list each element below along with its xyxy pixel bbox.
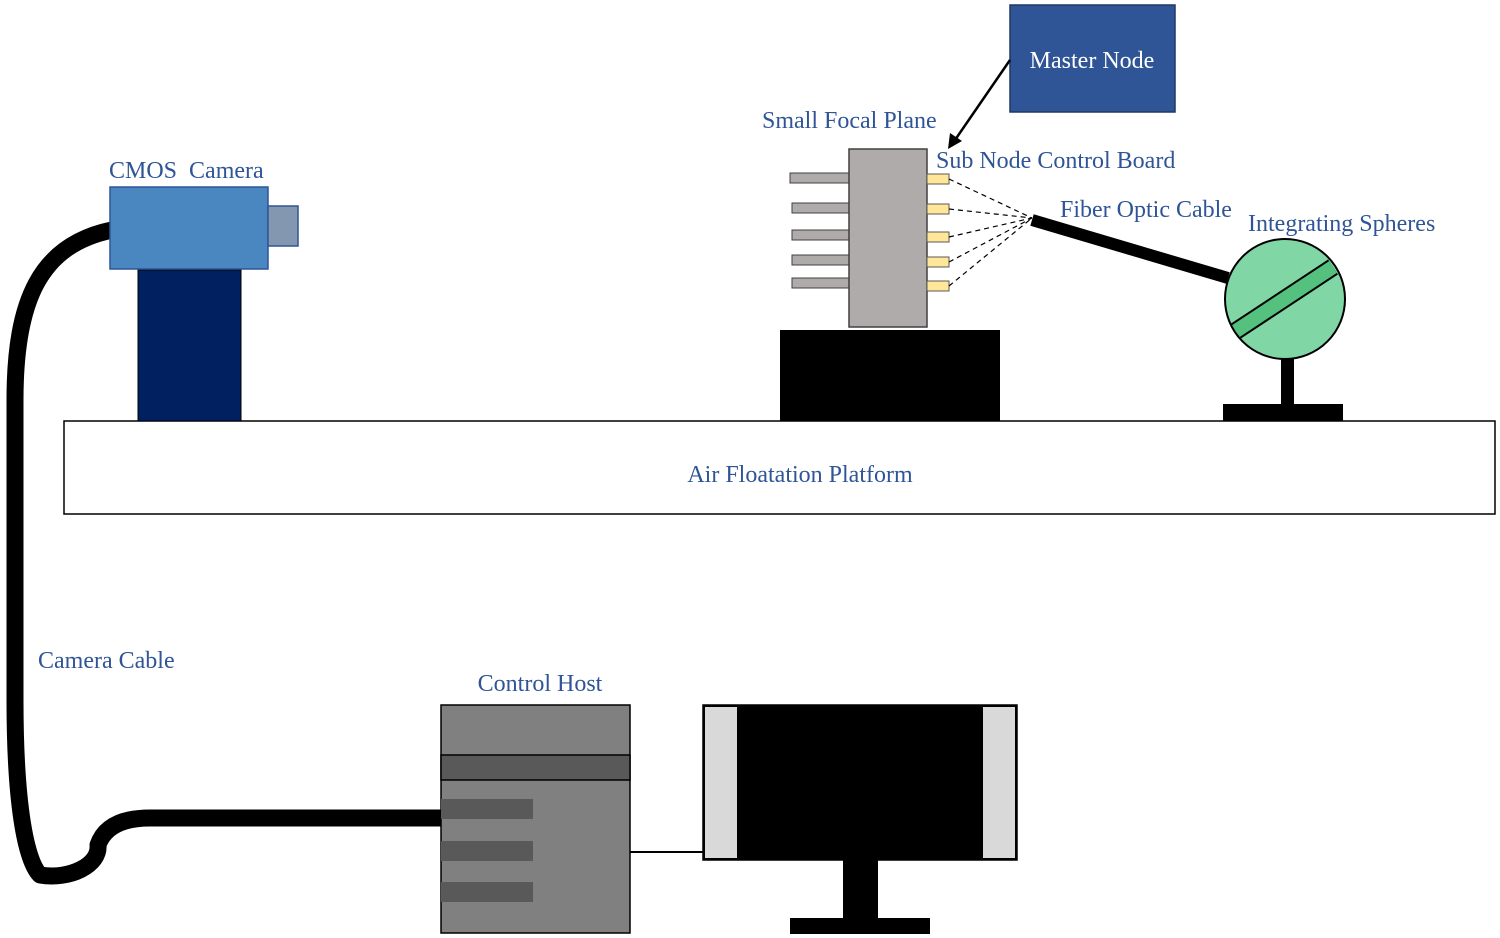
monitor-foot (790, 918, 930, 934)
monitor-side-left (705, 707, 737, 858)
sphere-base (1223, 404, 1343, 421)
sphere-post (1281, 355, 1294, 405)
cmos-camera-body (109, 186, 269, 270)
connector-5 (926, 280, 950, 292)
fiber-optic-cable-label: Fiber Optic Cable (1060, 197, 1232, 223)
connector-4 (926, 256, 950, 268)
small-focal-plane-label: Small Focal Plane (762, 108, 937, 134)
master-node-label: Master Node (1030, 48, 1155, 74)
camera-stand (137, 269, 242, 422)
camera-cable (6, 221, 442, 885)
fiber-optic-cable (1030, 214, 1230, 284)
integrating-spheres-label: Integrating Spheres (1248, 211, 1435, 237)
host-slot-2 (441, 841, 533, 861)
arrow-head (948, 133, 962, 149)
connector-2 (926, 203, 950, 215)
pin-left-2 (791, 202, 851, 214)
master-node-arrow (953, 59, 1012, 141)
master-node-box (1009, 4, 1176, 113)
monitor-stand (843, 860, 878, 920)
air-floatation-platform-label: Air Floatation Platform (687, 462, 913, 488)
sphere-band-fill (1232, 261, 1337, 337)
host-slot-1 (441, 799, 533, 819)
pin-left-1 (789, 172, 851, 184)
monitor-screen (702, 704, 1018, 861)
sub-node-control-board-label: Sub Node Control Board (936, 148, 1175, 174)
monitor-side-right (983, 707, 1015, 858)
cmos-camera-label: CMOS Camera (109, 158, 264, 184)
focal-plane-base (780, 330, 1000, 421)
air-floatation-platform (63, 420, 1496, 515)
focal-plane-board (848, 148, 928, 328)
camera-lens (267, 205, 299, 247)
host-slot-3 (441, 882, 533, 902)
connector-1 (926, 173, 950, 185)
pin-left-4 (791, 254, 851, 266)
connector-3 (926, 231, 950, 243)
control-host-label: Control Host (478, 671, 603, 697)
camera-cable-label: Camera Cable (38, 648, 175, 674)
pin-left-3 (791, 229, 851, 241)
fiber-fanout (948, 178, 1033, 287)
pin-left-5 (791, 277, 851, 289)
host-band (440, 754, 631, 781)
